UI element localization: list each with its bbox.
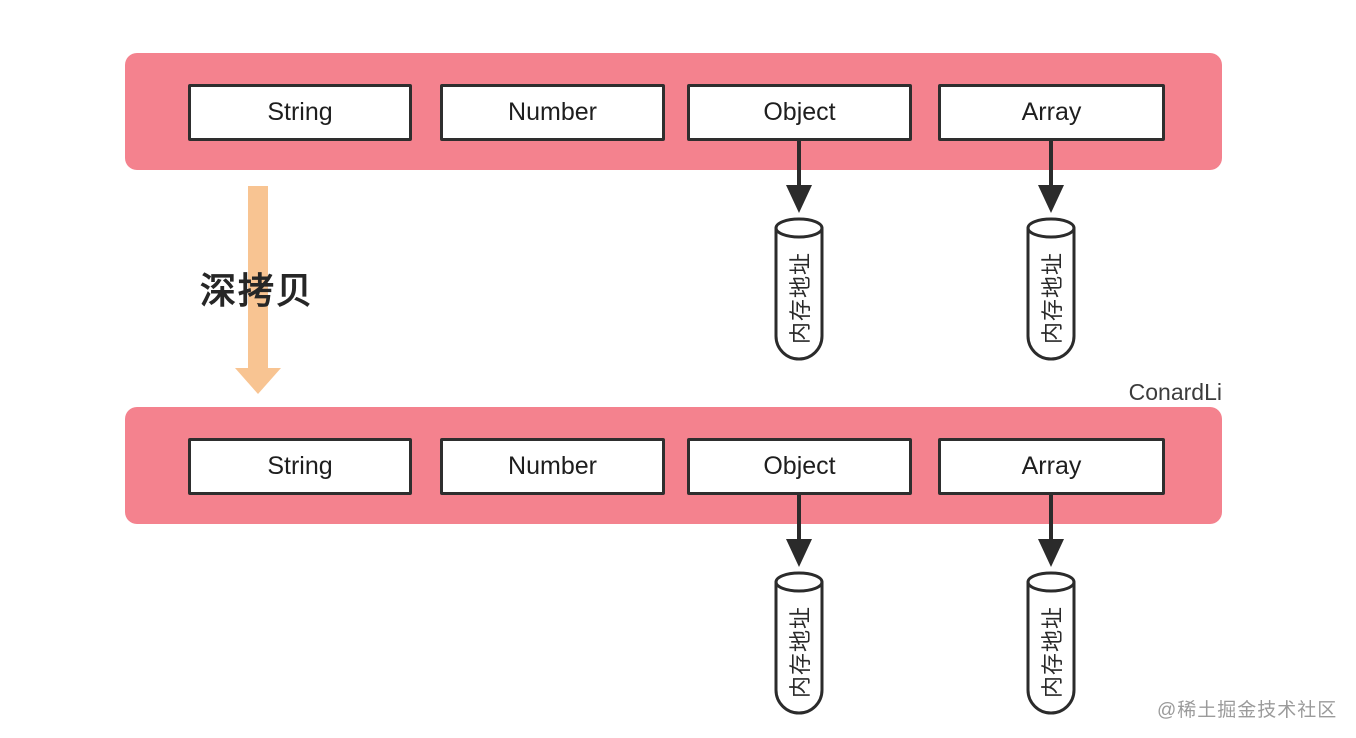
type-box-label: Object	[763, 452, 836, 480]
deep-copy-arrowhead-icon	[235, 368, 281, 394]
type-box-number: Number	[440, 438, 665, 495]
pointer-arrow-icon	[785, 141, 813, 213]
memory-address-label: 内存地址	[1040, 605, 1065, 698]
type-box-array: Array	[938, 438, 1165, 495]
type-box-object: Object	[687, 84, 912, 141]
copy-type-group: String Number Object Array	[125, 407, 1222, 737]
pointer-arrow-icon	[1037, 495, 1065, 567]
memory-cylinder-icon: 内存地址	[773, 215, 825, 365]
source-type-group: String Number Object Array	[125, 53, 1222, 383]
pointer-arrow-icon	[1037, 141, 1065, 213]
memory-cylinder-icon: 内存地址	[1025, 569, 1077, 719]
type-box-label: String	[267, 452, 333, 480]
type-box-object: Object	[687, 438, 912, 495]
pointer-arrow-icon	[785, 495, 813, 567]
type-box-string: String	[188, 84, 412, 141]
type-box-label: Array	[1021, 98, 1082, 126]
deep-copy-arrow-icon	[248, 186, 268, 368]
memory-address-label: 内存地址	[788, 605, 813, 698]
type-box-label: Array	[1021, 452, 1082, 480]
memory-cylinder-icon: 内存地址	[773, 569, 825, 719]
type-box-label: Number	[508, 98, 597, 126]
memory-cylinder-icon: 内存地址	[1025, 215, 1077, 365]
type-box-label: String	[267, 98, 333, 126]
type-box-array: Array	[938, 84, 1165, 141]
type-box-label: Object	[763, 98, 836, 126]
deep-copy-label: 深拷贝	[200, 270, 315, 311]
type-box-label: Number	[508, 452, 597, 480]
type-box-number: Number	[440, 84, 665, 141]
author-signature: ConardLi	[1128, 379, 1222, 405]
type-box-string: String	[188, 438, 412, 495]
memory-address-label: 内存地址	[788, 251, 813, 344]
memory-address-label: 内存地址	[1040, 251, 1065, 344]
watermark-text: @稀土掘金技术社区	[1157, 700, 1338, 721]
